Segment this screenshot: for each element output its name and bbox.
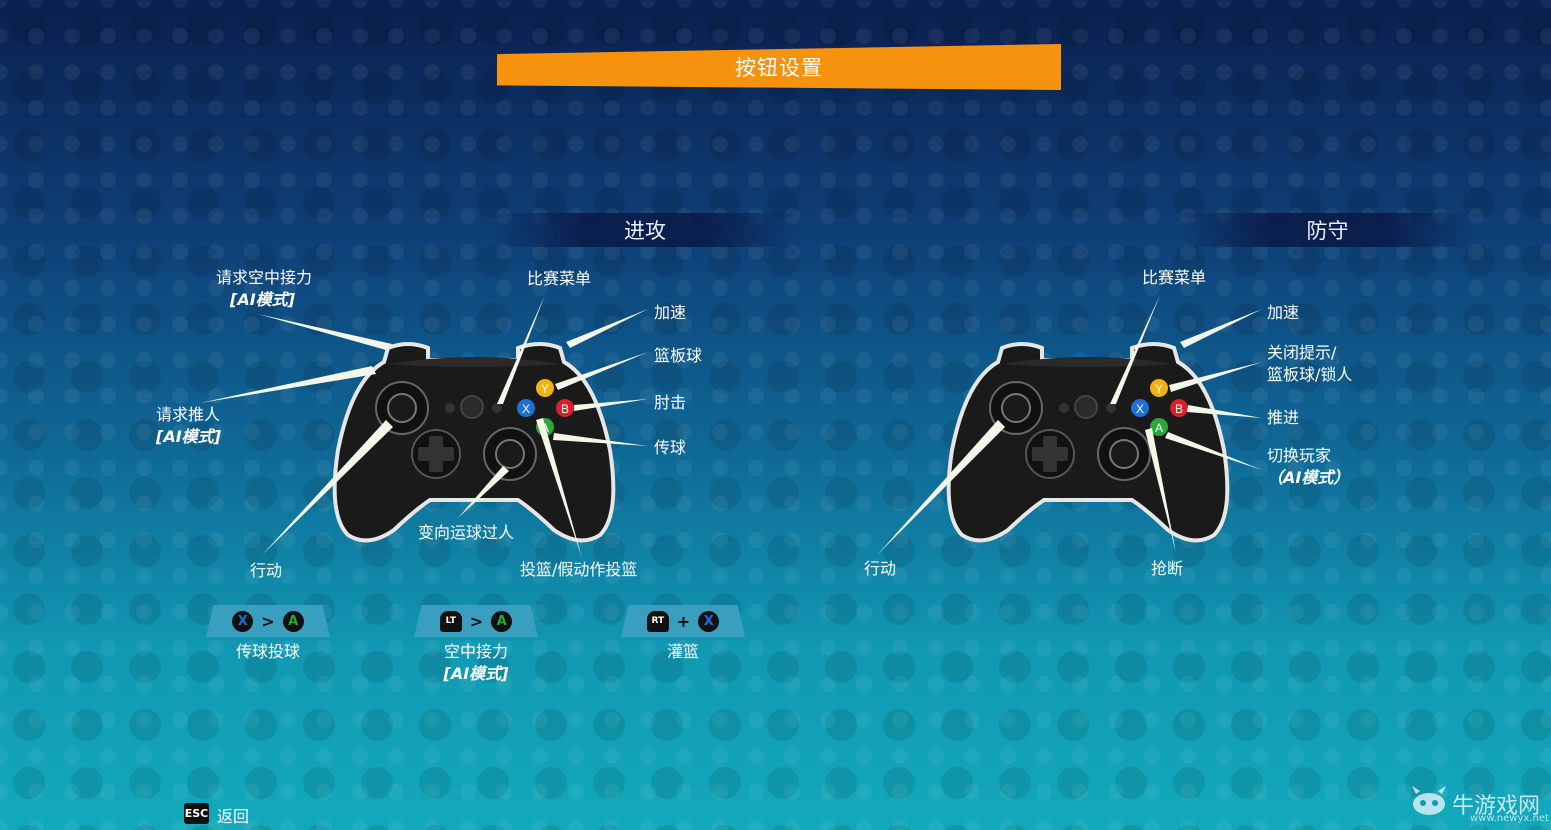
combo-pass-shoot: X > A — [206, 605, 330, 637]
page-title: 按钮设置 — [735, 56, 823, 80]
x-button-icon: X — [232, 610, 254, 632]
guide-button — [460, 395, 484, 419]
guide-button — [1074, 395, 1098, 419]
then-arrow: > — [469, 611, 484, 631]
rt-button-icon: RT — [646, 610, 669, 632]
label-request-alley-oop-ai: [AI模式] — [230, 290, 295, 309]
face-button-x: X — [517, 399, 535, 417]
dpad — [411, 429, 461, 479]
label-offense-elbow: 肘击 — [654, 393, 687, 412]
plus-sign: + — [676, 611, 691, 631]
label-offense-crossover: 变向运球过人 — [418, 523, 515, 542]
offense-header: 进攻 — [490, 213, 800, 247]
face-button-b: B — [1170, 399, 1188, 417]
label-defense-steal: 抢断 — [1151, 559, 1184, 578]
watermark-logo-icon — [1412, 786, 1446, 815]
start-button — [1106, 403, 1116, 413]
page-title-bar: 按钮设置 — [497, 44, 1061, 90]
then-arrow: > — [261, 611, 275, 631]
label-request-push-ai: [AI模式] — [156, 427, 221, 446]
watermark-text: 牛游戏网 — [1452, 794, 1541, 819]
label-defense-switch-player-ai: （AI模式） — [1267, 468, 1350, 487]
combo-alley-oop-ai: [AI模式] — [443, 664, 509, 683]
label-request-alley-oop: 请求空中接力 — [216, 268, 313, 287]
svg-text:Y: Y — [541, 382, 549, 396]
offense-controller: Y X B A — [332, 342, 616, 543]
label-offense-pass: 传球 — [654, 438, 687, 457]
label-defense-push: 推进 — [1267, 408, 1300, 427]
label-defense-rebound-lock: 篮板球/锁人 — [1267, 365, 1353, 384]
combo-pass-shoot-label: 传球投球 — [235, 642, 300, 661]
face-button-x: X — [1131, 399, 1149, 417]
defense-controller: Y X B A — [946, 342, 1230, 543]
label-defense-sprint: 加速 — [1267, 303, 1300, 322]
face-button-b: B — [556, 399, 574, 417]
combo-alley-oop-label: 空中接力 — [443, 642, 508, 661]
label-defense-close-hint: 关闭提示/ — [1267, 343, 1337, 362]
label-offense-move: 行动 — [250, 561, 283, 580]
defense-header: 防守 — [1180, 213, 1475, 247]
svg-text:X: X — [522, 402, 530, 416]
lt-button-icon: LT — [439, 610, 462, 632]
svg-text:B: B — [1175, 402, 1183, 416]
label-request-push: 请求推人 — [156, 405, 221, 424]
label-offense-shoot: 投篮/假动作投篮 — [520, 560, 638, 579]
defense-header-label: 防守 — [1306, 219, 1349, 243]
face-button-a: A — [1150, 418, 1168, 436]
face-button-y: Y — [1150, 379, 1168, 397]
svg-text:A: A — [541, 421, 549, 435]
esc-key-icon[interactable]: ESC — [184, 803, 209, 824]
back-button[interactable]: 返回 — [217, 807, 250, 826]
back-button — [1059, 403, 1069, 413]
offense-header-label: 进攻 — [624, 219, 666, 243]
a-button-icon: A — [282, 610, 304, 632]
dpad — [1025, 429, 1075, 479]
start-button — [492, 403, 502, 413]
a-button-icon: A — [491, 610, 513, 632]
face-button-a: A — [536, 418, 554, 436]
label-offense-rebound: 篮板球 — [654, 346, 703, 365]
combo-dunk-label: 灌篮 — [666, 642, 699, 661]
label-defense-game-menu: 比赛菜单 — [1142, 268, 1207, 287]
watermark-url: www.newyx.net — [1470, 813, 1549, 824]
svg-text:B: B — [561, 402, 569, 416]
back-button — [445, 403, 455, 413]
label-defense-switch-player: 切换玩家 — [1267, 446, 1332, 465]
label-offense-sprint: 加速 — [654, 303, 687, 322]
combo-alley-oop: LT > A — [414, 605, 538, 637]
face-button-y: Y — [536, 379, 554, 397]
combo-dunk: RT + X — [621, 605, 745, 637]
label-offense-game-menu: 比赛菜单 — [527, 269, 592, 288]
svg-text:X: X — [1136, 402, 1144, 416]
svg-text:A: A — [1155, 421, 1163, 435]
label-defense-move: 行动 — [864, 559, 897, 578]
x-button-icon: X — [698, 610, 720, 632]
svg-text:Y: Y — [1155, 382, 1163, 396]
